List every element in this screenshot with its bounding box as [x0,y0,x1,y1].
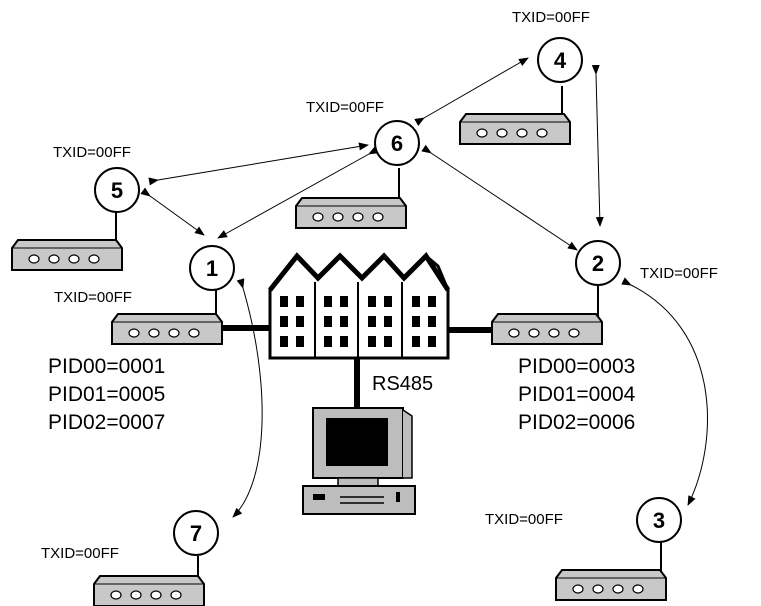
node-5-txid: TXID=00FF [53,144,131,161]
node-7-label: 7 [190,521,202,546]
link-4-2 [591,64,604,227]
node-5-label: 5 [111,178,123,203]
bus-label: RS485 [372,373,433,395]
node-2-label: 2 [592,251,604,276]
node-4: 4 [537,37,583,83]
node-1-txid: TXID=00FF [54,289,132,306]
left-pid-1: PID01=0005 [48,383,165,406]
right-pid-0: PID00=0003 [518,355,635,378]
device-4 [459,86,571,145]
left-pid-list: PID00=0001 PID01=0005 PID02=0007 [48,355,165,434]
right-pid-1: PID01=0004 [518,383,636,406]
node-2-txid: TXID=00FF [640,265,718,282]
node-3: 3 [636,497,682,543]
link-2-3 [621,277,708,506]
node-5: 5 [94,167,140,213]
links [140,57,708,518]
node-3-txid: TXID=00FF [485,511,563,528]
link-6-1 [217,146,379,239]
link-6-4 [414,57,529,126]
left-pid-2: PID02=0007 [48,411,165,434]
node-3-label: 3 [653,508,665,533]
node-7-txid: TXID=00FF [41,545,119,562]
node-2: 2 [575,240,621,286]
link-1-7 [232,278,263,518]
building-windows [280,296,436,347]
bus-lines [222,325,494,408]
device-2 [491,285,603,345]
building [268,252,451,360]
node-4-label: 4 [554,48,567,73]
link-6-2 [421,144,578,251]
link-5-6 [148,142,369,186]
left-pid-0: PID00=0001 [48,355,165,378]
node-1-label: 1 [206,256,218,281]
node-4-txid: TXID=00FF [512,9,590,26]
node-1: 1 [189,245,235,291]
device-6 [295,168,407,229]
device-5 [11,210,123,271]
node-7: 7 [173,510,219,556]
right-pid-2: PID02=0006 [518,411,635,434]
link-5-1 [140,187,205,236]
node-6-txid: TXID=00FF [306,99,384,116]
computer [302,407,416,515]
device-3 [555,541,667,601]
device-1 [111,290,223,345]
device-7 [93,556,205,606]
right-pid-list: PID00=0003 PID01=0004 PID02=0006 [518,355,636,434]
node-6-label: 6 [391,131,403,156]
node-6: 6 [374,120,420,166]
